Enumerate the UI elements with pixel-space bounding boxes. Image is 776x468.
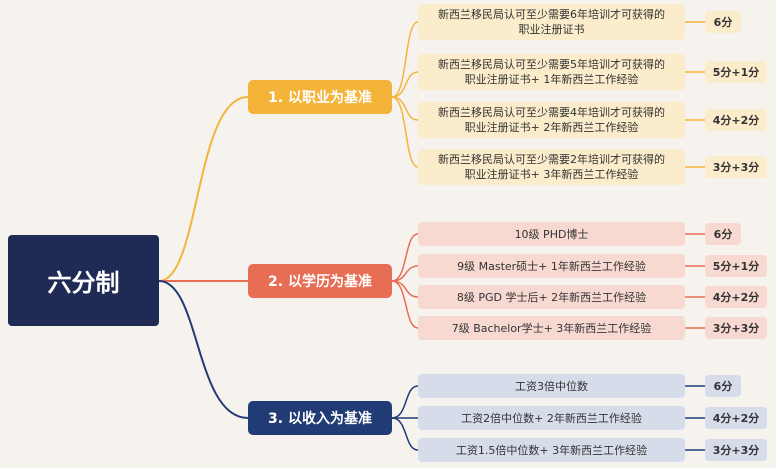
branch-income: 3. 以收入为基准 (248, 401, 392, 435)
leaf-education-1: 10级 PHD博士 (418, 222, 685, 246)
leaf-income-1: 工资3倍中位数 (418, 374, 685, 398)
score-occupation-3: 4分+2分 (705, 109, 767, 131)
branch-label: 3. 以收入为基准 (268, 411, 372, 427)
leaf-text-line2: 职业注册证书+ 3年新西兰工作经验 (464, 168, 639, 181)
leaf-text: 9级 Master硕士+ 1年新西兰工作经验 (457, 259, 646, 273)
leaf-education-2: 9级 Master硕士+ 1年新西兰工作经验 (418, 254, 685, 278)
score-occupation-4: 3分+3分 (705, 156, 767, 178)
branch-education: 2. 以学历为基准 (248, 264, 392, 298)
branch-label: 2. 以学历为基准 (268, 274, 372, 290)
leaf-occupation-4: 新西兰移民局认可至少需要2年培训才可获得的职业注册证书+ 3年新西兰工作经验 (418, 149, 685, 185)
leaf-occupation-2: 新西兰移民局认可至少需要5年培训才可获得的职业注册证书+ 1年新西兰工作经验 (418, 54, 685, 90)
branch-occupation: 1. 以职业为基准 (248, 80, 392, 114)
leaf-education-3: 8级 PGD 学士后+ 2年新西兰工作经验 (418, 285, 685, 309)
score-label: 3分+3分 (712, 161, 760, 174)
leaf-text: 8级 PGD 学士后+ 2年新西兰工作经验 (456, 290, 647, 304)
leaf-education-4: 7级 Bachelor学士+ 3年新西兰工作经验 (418, 316, 685, 340)
score-label: 3分+3分 (712, 444, 760, 457)
leaf-income-3: 工资1.5倍中位数+ 3年新西兰工作经验 (418, 438, 685, 462)
score-label: 6分 (713, 380, 733, 393)
leaf-text-line2: 职业注册证书+ 1年新西兰工作经验 (464, 73, 639, 86)
leaf-text-line1: 新西兰移民局认可至少需要4年培训才可获得的 (438, 106, 665, 119)
score-label: 4分+2分 (712, 412, 760, 425)
score-label: 6分 (713, 16, 733, 29)
score-income-1: 6分 (705, 375, 741, 397)
branch-label: 1. 以职业为基准 (268, 90, 372, 106)
score-label: 5分+1分 (712, 66, 760, 79)
score-education-3: 4分+2分 (705, 286, 767, 308)
root-label: 六分制 (47, 269, 120, 297)
score-label: 5分+1分 (712, 260, 760, 273)
leaf-occupation-3: 新西兰移民局认可至少需要4年培训才可获得的职业注册证书+ 2年新西兰工作经验 (418, 102, 685, 138)
leaf-text-line2: 职业注册证书 (518, 23, 585, 36)
score-income-3: 3分+3分 (705, 439, 767, 461)
leaf-occupation-1: 新西兰移民局认可至少需要6年培训才可获得的职业注册证书 (418, 4, 685, 40)
leaf-text: 7级 Bachelor学士+ 3年新西兰工作经验 (451, 321, 652, 335)
leaf-text-line2: 职业注册证书+ 2年新西兰工作经验 (464, 121, 639, 134)
score-label: 3分+3分 (712, 322, 760, 335)
score-label: 6分 (713, 228, 733, 241)
leaf-text-line1: 新西兰移民局认可至少需要2年培训才可获得的 (438, 153, 665, 166)
leaf-text-line1: 新西兰移民局认可至少需要5年培训才可获得的 (438, 58, 665, 71)
leaf-text: 10级 PHD博士 (514, 227, 589, 241)
score-occupation-1: 6分 (705, 11, 741, 33)
leaf-text: 工资2倍中位数+ 2年新西兰工作经验 (461, 411, 642, 425)
score-label: 4分+2分 (712, 291, 760, 304)
score-label: 4分+2分 (712, 114, 760, 127)
leaf-income-2: 工资2倍中位数+ 2年新西兰工作经验 (418, 406, 685, 430)
score-education-2: 5分+1分 (705, 255, 767, 277)
score-income-2: 4分+2分 (705, 407, 767, 429)
leaf-text: 工资1.5倍中位数+ 3年新西兰工作经验 (455, 443, 648, 457)
leaf-text: 工资3倍中位数 (515, 379, 588, 393)
score-education-1: 6分 (705, 223, 741, 245)
leaf-text-line1: 新西兰移民局认可至少需要6年培训才可获得的 (438, 8, 665, 21)
root-node: 六分制 (8, 235, 159, 326)
score-education-4: 3分+3分 (705, 317, 767, 339)
score-occupation-2: 5分+1分 (705, 61, 767, 83)
